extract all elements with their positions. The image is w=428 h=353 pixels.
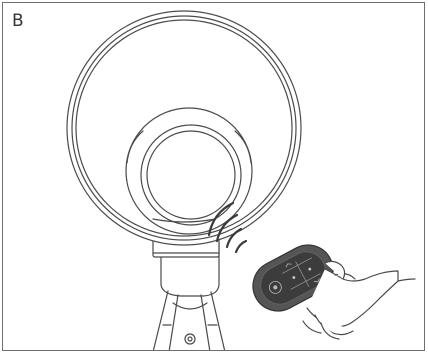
- fan-ring-icon: [67, 11, 301, 245]
- fan-remote-illustration: [3, 3, 425, 351]
- tripod-stand-icon: [153, 243, 225, 351]
- illustration-frame: B: [2, 2, 425, 351]
